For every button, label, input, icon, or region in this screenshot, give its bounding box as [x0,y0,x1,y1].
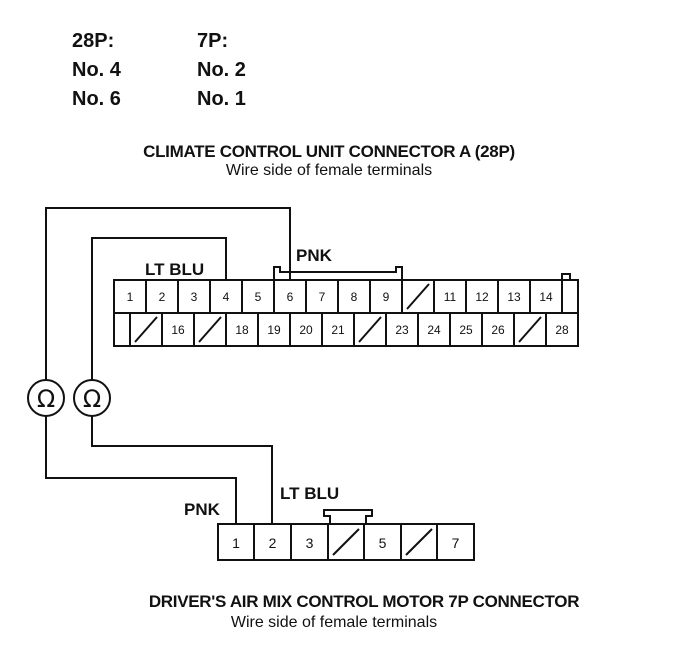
ohmmeter-left [27,379,65,417]
pin-table-row2-7p: No. 1 [197,88,246,110]
pin-table-row2-28p: No. 6 [72,88,121,110]
motor-connector-blank-cavities [332,528,433,556]
pin-label: 3 [305,535,314,551]
motor-connector-subtitle: Wire side of female terminals [230,614,438,631]
pin-label: 2 [268,535,277,551]
pin-label: 16 [171,323,185,337]
pin-label: 18 [235,323,249,337]
pin-label: 1 [126,290,134,304]
pin-label: 5 [254,290,262,304]
wire-ltblu-upper [91,237,227,380]
ohm-icon: Ω [83,385,101,413]
pin-label: 25 [459,323,473,337]
connector-a-title: CLIMATE CONTROL UNIT CONNECTOR A (28P) [143,142,515,161]
motor-connector-title: DRIVER'S AIR MIX CONTROL MOTOR 7P CONNEC… [148,592,580,611]
motor-connector-latch [323,509,373,524]
pin-label: 14 [539,290,553,304]
pin-label: 28 [555,323,569,337]
pin-table-row1-28p: No. 4 [72,59,121,81]
pin-table-header-28p: 28P: [72,30,115,52]
pin-label: 11 [443,290,457,304]
pin-label: 20 [299,323,313,337]
wire-label-pnk-lower: PNK [184,500,220,519]
wire-label-pnk-upper: PNK [296,246,332,265]
motor-connector-dividers [253,524,438,560]
pin-label: 2 [158,290,166,304]
wire-pnk-lower [45,416,237,524]
pin-label: 23 [395,323,409,337]
ohmmeter-right [73,379,111,417]
pin-label: 24 [427,323,441,337]
wire-label-ltblu-lower: LT BLU [280,484,340,503]
connector-a-latch [273,266,403,280]
pin-label: 19 [267,323,281,337]
pin-label: 21 [331,323,345,337]
pin-label: 1 [232,535,240,551]
pin-label: 12 [475,290,489,304]
connector-a-top-dividers [145,280,563,313]
pin-label: 26 [491,323,505,337]
connector-a-bottom-dividers [129,313,547,346]
ohm-icon: Ω [37,385,55,413]
wire-ltblu-lower [91,416,273,524]
pin-table-row1-7p: No. 2 [197,59,246,81]
pin-label: 8 [350,290,358,304]
pin-label: 6 [286,290,294,304]
pin-label: 5 [378,535,387,551]
pin-table-header-7p: 7P: [197,30,229,52]
pin-label: 7 [451,535,460,551]
pin-label: 13 [507,290,521,304]
pin-label: 3 [190,290,198,304]
wire-label-ltblu-upper: LT BLU [145,260,205,279]
connector-a-blank-cavities [134,283,542,343]
pin-label: 4 [222,290,230,304]
pin-label: 7 [318,290,326,304]
connector-a-subtitle: Wire side of female terminals [225,162,433,179]
motor-connector-body [217,523,475,561]
connector-a-end-tab [561,273,571,280]
pin-label: 9 [382,290,390,304]
wire-pnk-upper [45,207,291,380]
